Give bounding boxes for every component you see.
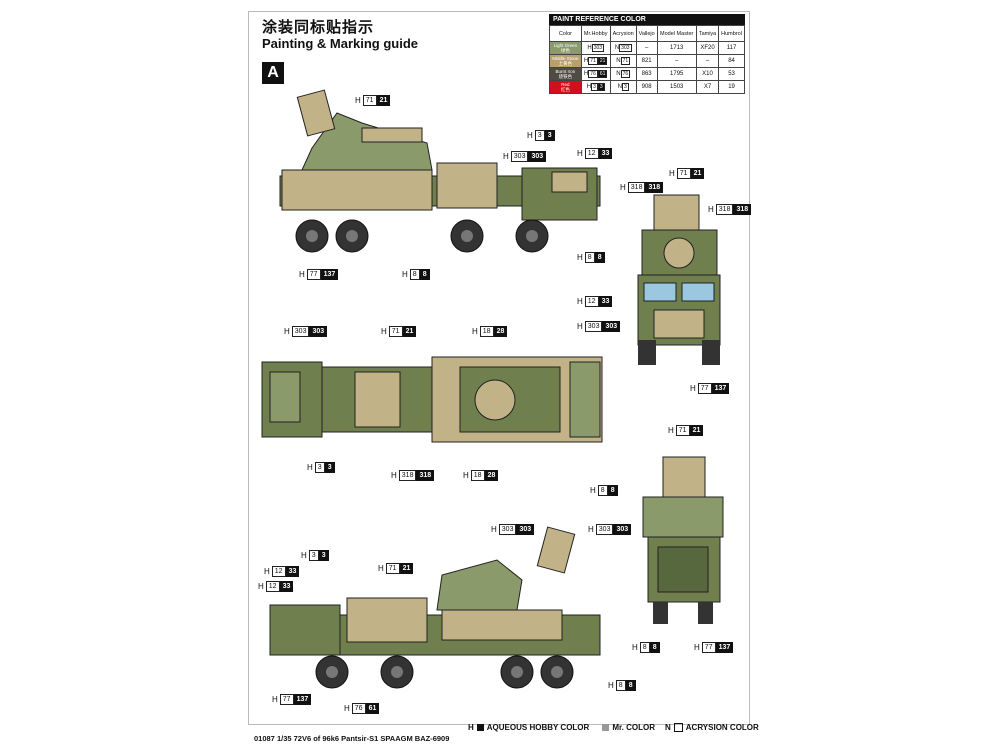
vallejo-cell: 863 (635, 67, 658, 81)
vallejo-cell: – (635, 41, 658, 55)
col-modelmaster: Model Master (656, 25, 697, 42)
vehicle-top-view (261, 356, 603, 443)
paint-reference-table: PAINT REFERENCE COLOR Color Mr.Hobby Acr… (549, 14, 745, 94)
vallejo-cell: 821 (635, 54, 658, 68)
humbrol-cell: 117 (718, 41, 745, 55)
humbrol-cell: 84 (718, 54, 745, 68)
col-tamiya: Tamiya (695, 25, 720, 42)
tamiya-cell: X7 (695, 80, 720, 94)
title-chinese: 涂装同标贴指示 (262, 19, 375, 36)
col-color: Color (549, 25, 582, 42)
paint-table-header-row: Color Mr.Hobby Acrysion Vallejo Model Ma… (549, 25, 745, 42)
title-english: Painting & Marking guide (262, 36, 419, 51)
vehicle-side-view-left (279, 89, 601, 253)
col-humbrol: Humbrol (718, 25, 745, 42)
instruction-page-frame (248, 11, 750, 725)
tamiya-cell: X10 (695, 67, 720, 81)
vallejo-cell: 908 (635, 80, 658, 94)
section-marker: A (262, 62, 284, 84)
paint-table-heading: PAINT REFERENCE COLOR (549, 14, 745, 25)
mm-cell: 1503 (656, 80, 697, 94)
vehicle-side-view-right (269, 526, 601, 689)
col-vallejo: Vallejo (635, 25, 658, 42)
tamiya-cell: – (695, 54, 720, 68)
mm-cell: – (656, 54, 697, 68)
tamiya-cell: XF20 (695, 41, 720, 55)
humbrol-cell: 53 (718, 67, 745, 81)
humbrol-cell: 19 (718, 80, 745, 94)
col-mrhobby: Mr.Hobby (580, 25, 611, 42)
col-acrysion: Acrysion (609, 25, 637, 42)
legend-mr-color: Mr. COLOR (599, 723, 655, 732)
vehicle-rear-view (642, 456, 724, 624)
vehicle-front-view (637, 194, 721, 365)
product-footer: 01087 1/35 72V6 of 96k6 Pantsir-S1 SPAAG… (254, 734, 450, 743)
mm-cell: 1713 (656, 41, 697, 55)
mm-cell: 1795 (656, 67, 697, 81)
